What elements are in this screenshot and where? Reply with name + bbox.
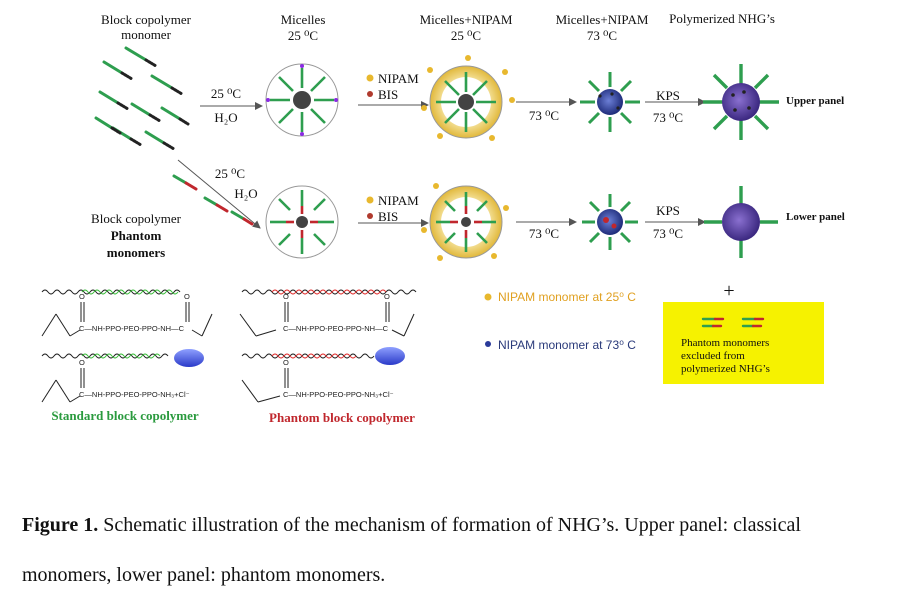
phantom-mini-monomers xyxy=(701,317,765,328)
legend-nipam-25: NIPAM monomer at 25⁰ C xyxy=(498,290,636,304)
lower-polymerized-nhg xyxy=(704,186,778,258)
lower-diag-top: 25 ⁰C xyxy=(214,166,246,181)
header-micelles-temp: 25 ⁰C xyxy=(287,28,319,43)
phantom-structure xyxy=(239,289,417,403)
caption-lead: Figure 1. xyxy=(22,514,99,536)
phantom-formula-1: C—NH-PPO-PEO-PPO-NH—C xyxy=(283,324,389,333)
oval-std xyxy=(174,349,204,367)
lower-monomer-label-3: monomers xyxy=(106,245,166,260)
header-block-copolymer-monomer: Block copolymer monomer xyxy=(101,12,191,42)
upper-reagent-nipam: NIPAM xyxy=(378,71,419,86)
legend-nipam-73: NIPAM monomer at 73⁰ C xyxy=(498,338,636,352)
lower-arrow4-top: KPS xyxy=(656,203,680,218)
header-micelles-nipam-1: Micelles+NIPAM xyxy=(419,12,513,27)
phantom-title: Phantom block copolymer xyxy=(269,410,415,425)
lower-diag-bottom: H₂O xyxy=(234,186,258,201)
oval-phantom xyxy=(375,347,405,365)
phantom-excluded-box xyxy=(663,302,824,384)
std-formula-2: C—NH-PPO-PEO-PPO-NH₃+Cl⁻ xyxy=(79,390,190,399)
phantom-o-label-1: O xyxy=(283,292,289,301)
phantom-o-label-3: O xyxy=(283,358,289,367)
lower-micelle xyxy=(265,185,339,259)
upper-arrow1-bottom: H₂O xyxy=(214,110,238,125)
phantom-o-label-2: O xyxy=(384,292,390,301)
std-title: Standard block copolymer xyxy=(51,408,199,423)
upper-arrow4-top: KPS xyxy=(656,88,680,103)
lower-panel-label: Lower panel xyxy=(786,211,845,223)
upper-micelle xyxy=(265,63,339,137)
header-micelles-nipam-2-temp: 73 ⁰C xyxy=(586,28,618,43)
std-formula-1: C—NH-PPO-PEO-PPO-NH—C xyxy=(79,324,185,333)
std-o-label-2: O xyxy=(184,292,190,301)
phantom-formula-2: C—NH-PPO-PEO-PPO-NH₃+Cl⁻ xyxy=(283,390,394,399)
lower-collapsed-star xyxy=(582,194,638,250)
lower-micelle-nipam xyxy=(421,183,509,261)
figure-caption: Figure 1. Schematic illustration of the … xyxy=(22,500,892,591)
upper-micelle-nipam xyxy=(421,55,515,141)
header-micelles: Micelles xyxy=(280,12,326,27)
lower-monomers xyxy=(172,174,254,226)
lower-arrow4-bottom: 73 ⁰C xyxy=(652,226,684,241)
mechanism-diagram xyxy=(41,46,779,403)
caption-text: Schematic illustration of the mechanism … xyxy=(22,514,801,586)
phantom-excluded-text: Phantom monomers excluded from polymeriz… xyxy=(681,337,770,375)
std-structure xyxy=(41,289,213,403)
upper-arrow4-bottom: 73 ⁰C xyxy=(652,110,684,125)
header-micelles-nipam-2: Micelles+NIPAM xyxy=(555,12,649,27)
lower-arrow3-label: 73 ⁰C xyxy=(528,226,560,241)
upper-panel-label: Upper panel xyxy=(786,95,845,107)
plus-sign: + xyxy=(723,280,735,302)
legend-dot-25 xyxy=(484,293,492,301)
upper-arrow1-top: 25 ⁰C xyxy=(210,86,242,101)
legend-dot-73 xyxy=(485,341,491,347)
std-o-label-3: O xyxy=(79,358,85,367)
upper-monomers xyxy=(94,46,190,151)
header-micelles-nipam-1-temp: 25 ⁰C xyxy=(450,28,482,43)
upper-arrow3-label: 73 ⁰C xyxy=(528,108,560,123)
lower-reagent-nipam: NIPAM xyxy=(378,193,419,208)
upper-reagent-bis: BIS xyxy=(378,87,399,102)
lower-monomer-label-1: Block copolymer xyxy=(91,211,181,226)
upper-polymerized-nhg xyxy=(703,64,779,140)
header-polymerized: Polymerized NHG’s xyxy=(669,11,775,26)
lower-reagent-bis: BIS xyxy=(378,209,399,224)
lower-monomer-label-2: Phantom xyxy=(110,228,162,243)
std-o-label-1: O xyxy=(79,292,85,301)
upper-collapsed-star xyxy=(580,72,640,132)
